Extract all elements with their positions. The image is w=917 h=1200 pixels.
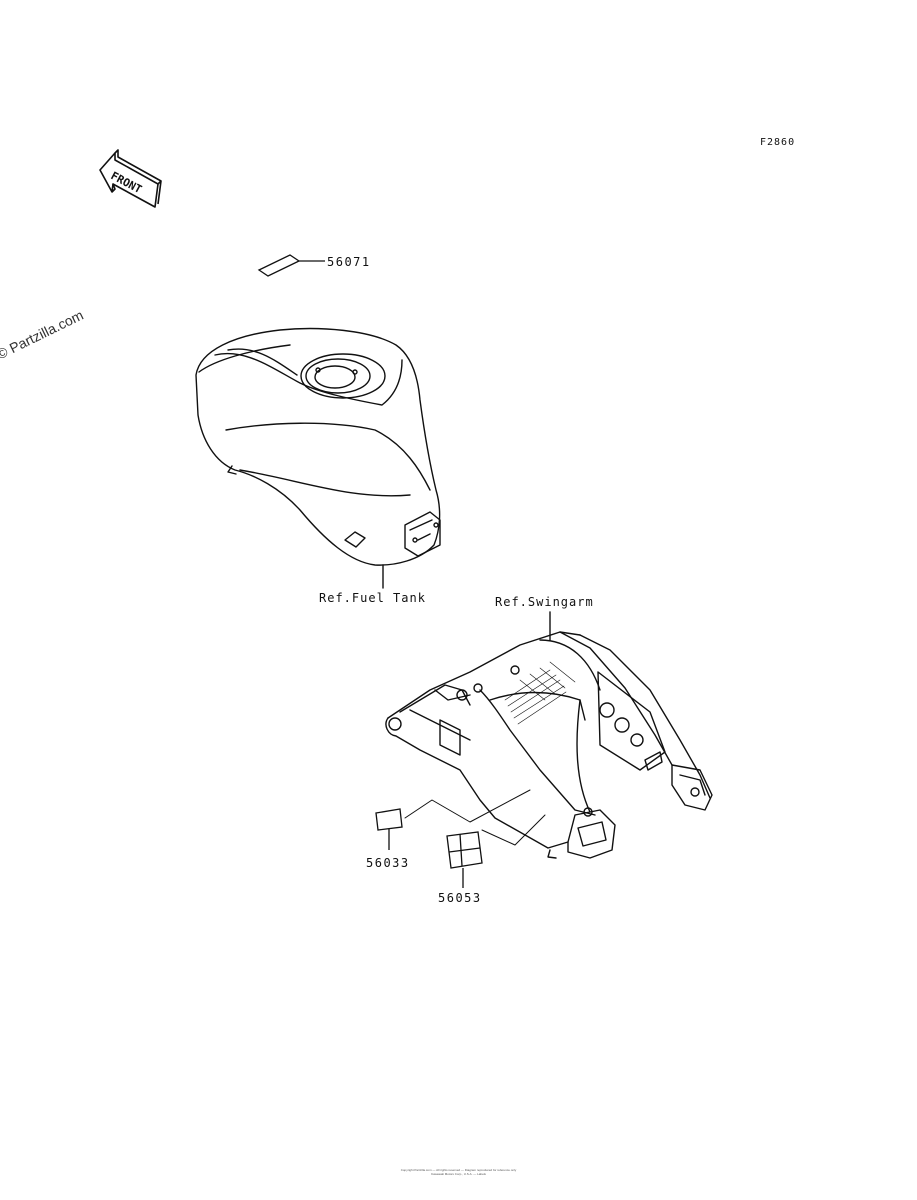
figure-code: F2860 <box>760 137 796 148</box>
part-number-56053[interactable]: 56053 <box>438 891 482 905</box>
label-56071-shape <box>259 255 325 276</box>
part-number-56071[interactable]: 56071 <box>327 255 371 269</box>
ref-fuel-tank-label: Ref.Fuel Tank <box>319 591 426 605</box>
label-56033-shape <box>376 809 402 850</box>
swingarm-drawing <box>386 612 712 858</box>
fuel-tank-drawing <box>196 329 440 588</box>
ref-swingarm-label: Ref.Swingarm <box>495 595 594 609</box>
footer-copyright: Copyright Partzilla.com — All rights res… <box>0 1168 917 1176</box>
footer-line-2: Kawasaki Motors Corp., U.S.A. — Labels <box>431 1172 486 1176</box>
part-number-56033[interactable]: 56033 <box>366 856 410 870</box>
label-56053-shape <box>447 832 482 888</box>
front-arrow-icon: FRONT <box>100 150 161 207</box>
footer-line-1: Copyright Partzilla.com — All rights res… <box>400 1168 517 1172</box>
